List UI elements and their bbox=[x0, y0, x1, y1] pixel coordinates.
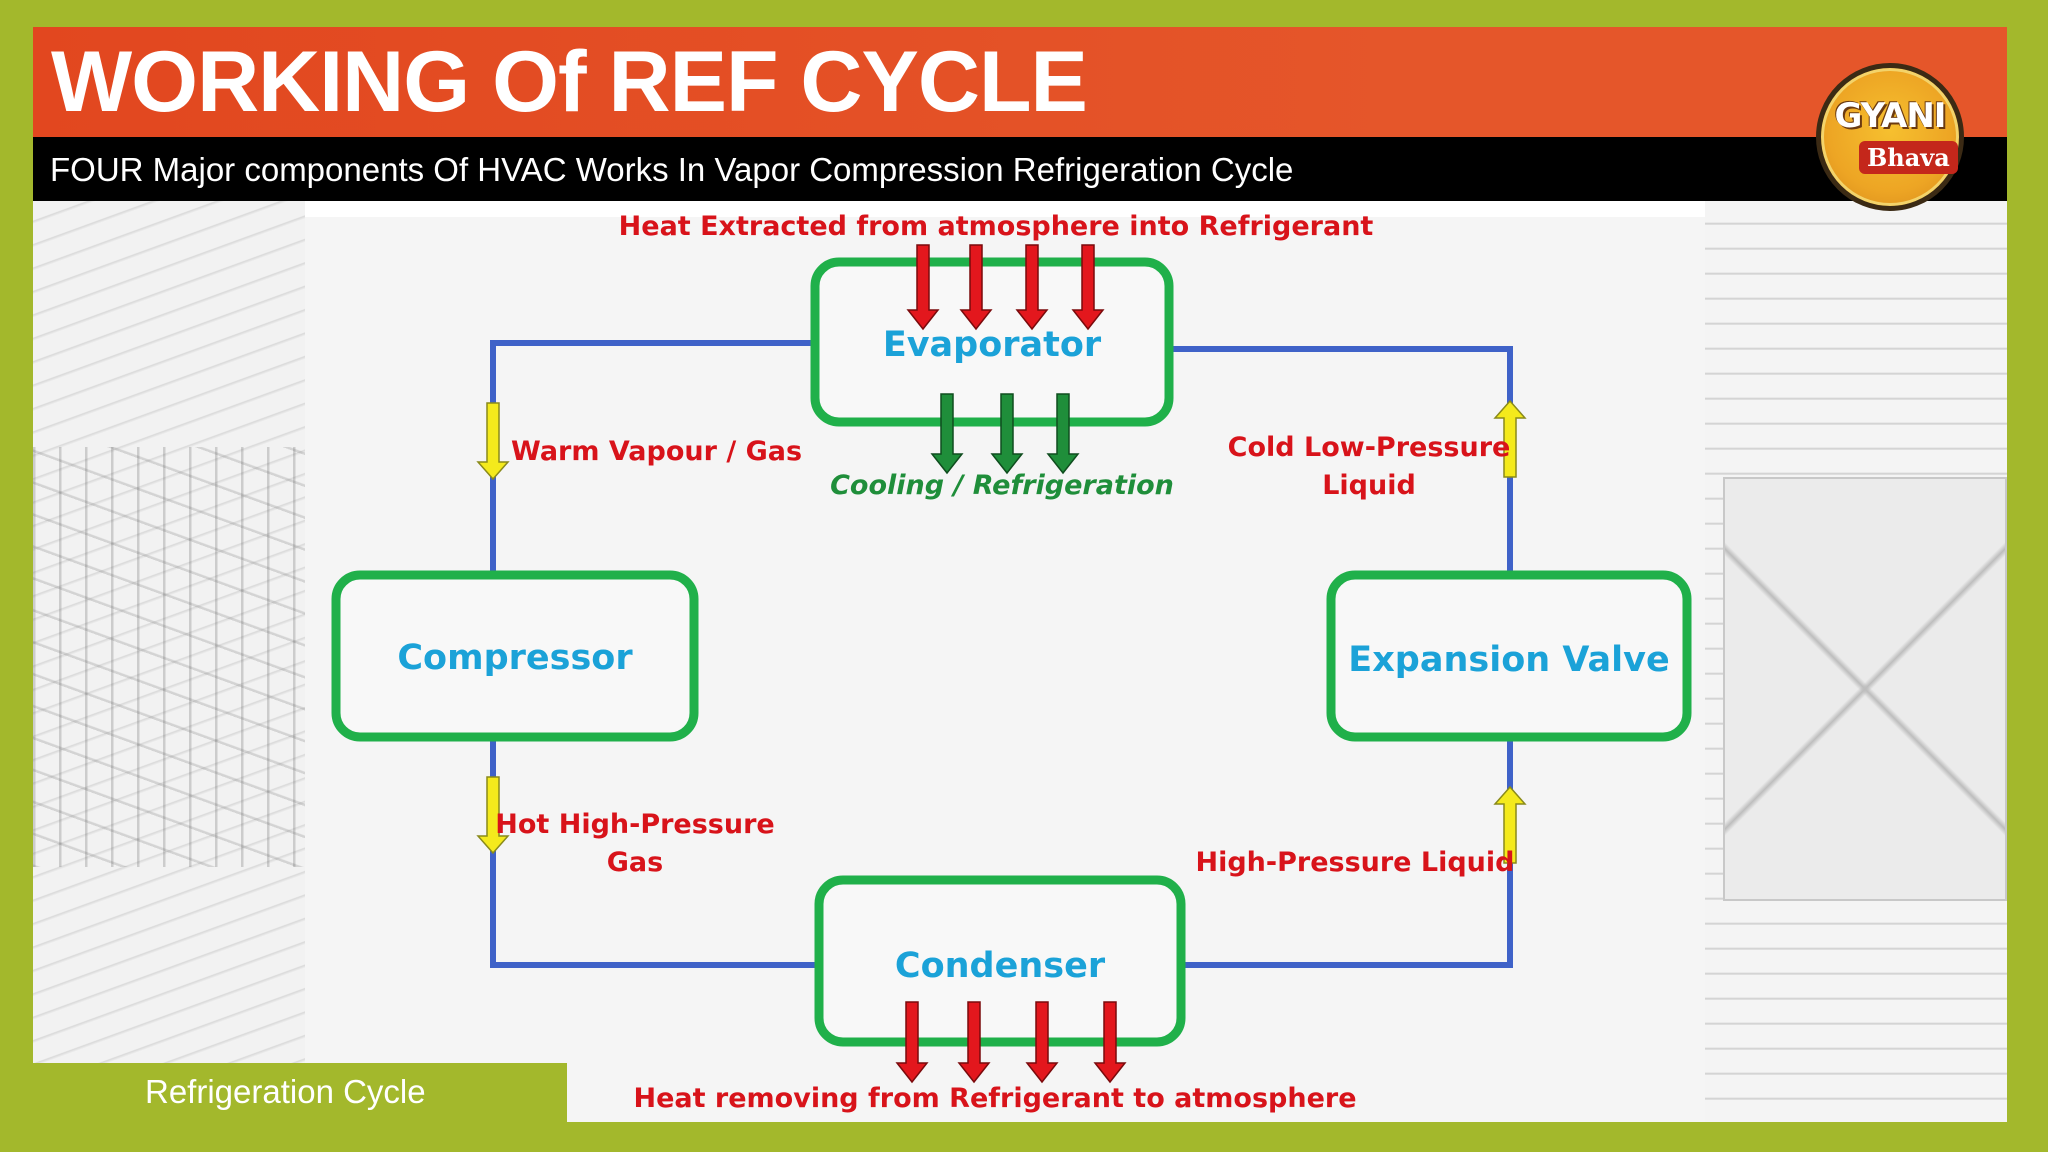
heat-out-arrows bbox=[895, 1001, 1127, 1084]
logo-bottom-text: Bhava bbox=[1859, 141, 1958, 174]
heat-in-arrow-2 bbox=[959, 244, 993, 331]
cold-liquid-label-line2: Liquid bbox=[1322, 470, 1416, 501]
gyani-bhava-logo: GYANI Bhava bbox=[1816, 63, 1964, 211]
hot-gas-label-line2: Gas bbox=[607, 847, 663, 878]
heat-out-arrow-3 bbox=[1025, 1001, 1059, 1084]
heat-out-arrow-4 bbox=[1093, 1001, 1127, 1084]
cooling-arrows bbox=[930, 393, 1080, 475]
heat-in-arrow-1 bbox=[906, 244, 940, 331]
heat-in-arrow-4 bbox=[1071, 244, 1105, 331]
logo-top-text: GYANI bbox=[1834, 96, 1947, 136]
cooling-arrow-2 bbox=[990, 393, 1024, 475]
expansion-valve-box bbox=[1326, 570, 1692, 742]
page-subtitle: FOUR Major components Of HVAC Works In V… bbox=[50, 151, 1294, 188]
cooling-refrigeration-label: Cooling / Refrigeration bbox=[830, 470, 1174, 501]
cold-liquid-label-line1: Cold Low-Pressure bbox=[1228, 432, 1511, 463]
evaporator-label: Evaporator bbox=[883, 325, 1102, 365]
compressor-box bbox=[331, 570, 699, 742]
background-hvac-illustration-left bbox=[33, 201, 305, 1091]
flow-arrows bbox=[476, 399, 1527, 864]
page-title: WORKING Of REF CYCLE bbox=[51, 34, 1088, 130]
hot-gas-label-line1: Hot High-Pressure bbox=[495, 809, 774, 840]
pipe-expansion-valve-to-evaporator bbox=[1169, 346, 1513, 575]
cooling-arrow-3 bbox=[1046, 393, 1080, 475]
diagram-panel bbox=[305, 217, 1705, 1122]
heat-out-arrow-1 bbox=[895, 1001, 929, 1084]
component-boxes bbox=[331, 257, 1692, 1047]
footer-label: Refrigeration Cycle bbox=[145, 1073, 426, 1110]
heat-removing-label: Heat removing from Refrigerant to atmosp… bbox=[633, 1083, 1356, 1114]
background-hvac-units-left bbox=[33, 447, 305, 867]
flow-arrow-down-warm-vapour bbox=[476, 402, 510, 481]
footer-bar: Refrigeration Cycle bbox=[33, 1063, 567, 1122]
heat-in-arrows bbox=[906, 244, 1105, 331]
pipe-evaporator-to-compressor bbox=[490, 340, 815, 575]
background-tower-panel-right bbox=[1723, 477, 2007, 901]
cooling-arrow-1 bbox=[930, 393, 964, 475]
flow-arrow-down-hot-gas bbox=[476, 776, 510, 855]
subtitle-bar: FOUR Major components Of HVAC Works In V… bbox=[33, 137, 2007, 201]
title-bar: WORKING Of REF CYCLE bbox=[33, 27, 2007, 137]
warm-vapour-label: Warm Vapour / Gas bbox=[511, 436, 802, 467]
heat-in-arrow-3 bbox=[1015, 244, 1049, 331]
evaporator-box bbox=[810, 257, 1174, 427]
condenser-label: Condenser bbox=[895, 946, 1106, 986]
expansion-valve-label: Expansion Valve bbox=[1348, 640, 1669, 680]
heat-extracted-label: Heat Extracted from atmosphere into Refr… bbox=[619, 211, 1374, 242]
compressor-label: Compressor bbox=[397, 638, 633, 678]
flow-arrow-up-cold-liquid bbox=[1493, 399, 1527, 478]
slide: WORKING Of REF CYCLE FOUR Major componen… bbox=[33, 27, 2007, 1122]
high-pressure-liquid-label: High-Pressure Liquid bbox=[1195, 847, 1514, 878]
refrigeration-cycle-diagram: Evaporator Compressor Expansion Valve Co… bbox=[331, 211, 1692, 1114]
heat-out-arrow-2 bbox=[957, 1001, 991, 1084]
flow-arrow-up-high-pressure-liquid bbox=[1493, 785, 1527, 864]
